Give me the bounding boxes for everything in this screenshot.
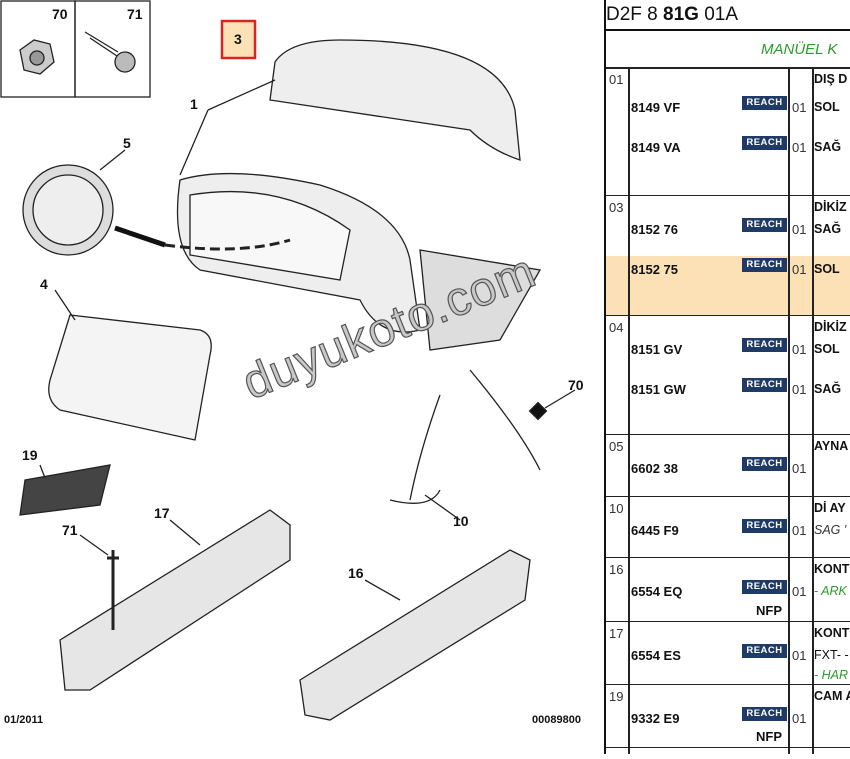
callout-5[interactable]: 5 [123, 135, 131, 151]
quantity: 01 [792, 262, 807, 277]
part-variant: SOL [814, 342, 840, 356]
part-variant: FXT- - [814, 648, 849, 662]
part-number[interactable]: 8152 76 [631, 222, 678, 237]
quantity: 01 [792, 100, 807, 115]
callout-17[interactable]: 17 [154, 505, 170, 521]
part-description: AYNA [814, 439, 849, 453]
fastener-box-71 [74, 0, 151, 98]
part-number[interactable]: 8152 75 [631, 262, 678, 277]
screw-icon [84, 31, 121, 59]
callout-71b[interactable]: 71 [62, 522, 78, 538]
reach-badge: REACH [742, 218, 787, 232]
part-row-10[interactable]: 10 Dİ AY 6445 F9 REACH 01 SAG ' [606, 497, 850, 558]
parts-diagram: 70 71 3 1 5 4 19 17 71 16 70 10 01/2011 … [0, 0, 584, 726]
part-number[interactable]: 6554 ES [631, 648, 681, 663]
callout-10[interactable]: 10 [453, 513, 469, 529]
exploded-view-drawing [0, 0, 576, 721]
mirror-cover [269, 39, 521, 161]
drawing-number: 00089800 [532, 714, 581, 726]
reach-badge: REACH [742, 136, 787, 150]
ref-number: 17 [609, 626, 624, 641]
callout-16[interactable]: 16 [348, 565, 364, 581]
part-variant-note: - HAR [814, 668, 849, 682]
part-description: KONT [814, 626, 850, 640]
ref-number: 19 [609, 689, 624, 704]
nfp-label: NFP [756, 729, 782, 744]
ref-number: 01 [609, 72, 624, 87]
callout-3[interactable]: 3 [234, 31, 242, 47]
reach-badge: REACH [742, 707, 787, 721]
part-row-05[interactable]: 05 AYNA 6602 38 REACH 01 [606, 435, 850, 497]
part-description: DIŞ D [814, 72, 848, 86]
quantity: 01 [792, 382, 807, 397]
nfp-label: NFP [756, 603, 782, 618]
reach-badge: REACH [742, 258, 787, 272]
quantity: 01 [792, 648, 807, 663]
reach-badge: REACH [742, 96, 787, 110]
wiring [389, 369, 541, 504]
callout-70b[interactable]: 70 [568, 377, 584, 393]
ref-number: 04 [609, 320, 624, 335]
part-number[interactable]: 8151 GV [631, 342, 683, 357]
parts-list-panel: D2F 8 81G 01A MANÜEL K 01 DIŞ D 8149 VF REA… [604, 0, 850, 754]
selected-row-highlight [606, 256, 850, 316]
part-description: Dİ AY [814, 501, 846, 515]
reach-badge: REACH [742, 338, 787, 352]
mirror-glass [48, 314, 212, 441]
part-number[interactable]: 6602 38 [631, 461, 678, 476]
reach-badge: REACH [742, 644, 787, 658]
part-number[interactable]: 8151 GW [631, 382, 686, 397]
reach-badge: REACH [742, 457, 787, 471]
reach-badge: REACH [742, 519, 787, 533]
quantity: 01 [792, 584, 807, 599]
ref-number: 05 [609, 439, 624, 454]
reach-badge: REACH [742, 378, 787, 392]
diagram-date: 01/2011 [4, 714, 44, 726]
part-number[interactable]: 6445 F9 [631, 523, 679, 538]
part-variant: - ARK [814, 584, 847, 598]
quantity: 01 [792, 711, 807, 726]
callout-70[interactable]: 70 [52, 6, 68, 22]
switch-panel-16 [299, 549, 531, 721]
mirror-base [419, 249, 542, 351]
ref-number: 03 [609, 200, 624, 215]
part-number[interactable]: 8149 VF [631, 100, 681, 115]
part-description: DİKİZ [814, 320, 847, 334]
quantity: 01 [792, 461, 807, 476]
part-variant: SOL [814, 100, 840, 114]
part-variant: SAĞ [814, 140, 842, 154]
highlight-callout-box [220, 19, 257, 60]
glass-pad [19, 464, 111, 516]
ref-number: 10 [609, 501, 624, 516]
part-description: DİKİZ [814, 200, 847, 214]
part-number[interactable]: 8149 VA [631, 140, 681, 155]
quantity: 01 [792, 342, 807, 357]
part-variant: SAĞ [814, 382, 842, 396]
callout-71[interactable]: 71 [127, 6, 143, 22]
part-row-16[interactable]: 16 KONT 6554 EQ REACH 01 - ARK NFP [606, 558, 850, 622]
part-number[interactable]: 9332 E9 [631, 711, 680, 726]
callout-1[interactable]: 1 [190, 96, 198, 112]
part-row-17[interactable]: 17 KONT 6554 ES REACH 01 FXT- - - HAR [606, 622, 850, 685]
part-description: CAM A [814, 689, 850, 703]
group-title: MANÜEL K [606, 31, 850, 69]
callout-4[interactable]: 4 [40, 276, 48, 292]
switch-panel-17 [59, 509, 291, 691]
part-description: KONT [814, 562, 850, 576]
callout-19[interactable]: 19 [22, 447, 38, 463]
part-number[interactable]: 6554 EQ [631, 584, 683, 599]
part-variant: SOL [814, 262, 840, 276]
reach-badge: REACH [742, 580, 787, 594]
quantity: 01 [792, 523, 807, 538]
catalog-code: D2F 8 81G 01A [606, 0, 850, 31]
part-variant: SAG ' [814, 523, 847, 537]
part-variant: SAĞ [814, 222, 842, 236]
quantity: 01 [792, 222, 807, 237]
quantity: 01 [792, 140, 807, 155]
ref-number: 16 [609, 562, 624, 577]
